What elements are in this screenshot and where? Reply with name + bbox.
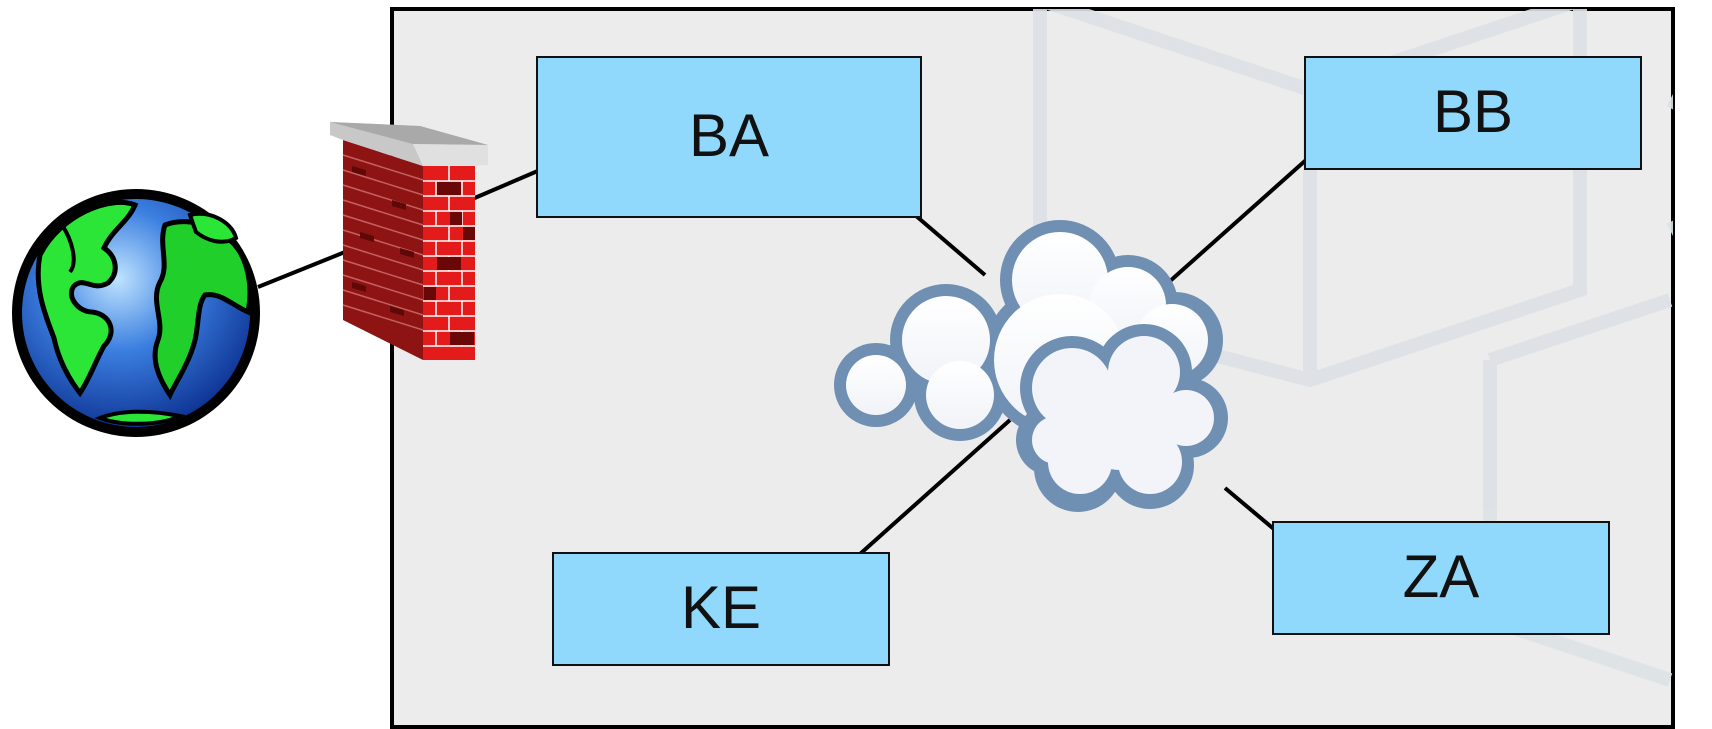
site-label-ba: BA: [689, 102, 769, 169]
links: [257, 158, 1308, 556]
cloud-icon: [834, 220, 1228, 512]
link-globe-firewall: [257, 248, 351, 289]
link-ke-cloud: [858, 418, 1012, 556]
site-label-bb: BB: [1433, 78, 1513, 145]
site-label-ke: KE: [681, 574, 761, 641]
link-ba-cloud: [913, 213, 987, 277]
site-node-ke: KE: [552, 552, 890, 666]
link-bb-cloud: [1158, 158, 1308, 292]
firewall-icon: [330, 122, 488, 360]
site-node-ba: BA: [536, 56, 922, 218]
link-firewall-ba: [469, 168, 541, 202]
site-label-za: ZA: [1403, 543, 1480, 610]
site-node-bb: BB: [1304, 56, 1642, 170]
globe-icon: [12, 189, 260, 437]
site-node-za: ZA: [1272, 521, 1610, 635]
link-za-cloud: [1223, 486, 1277, 532]
